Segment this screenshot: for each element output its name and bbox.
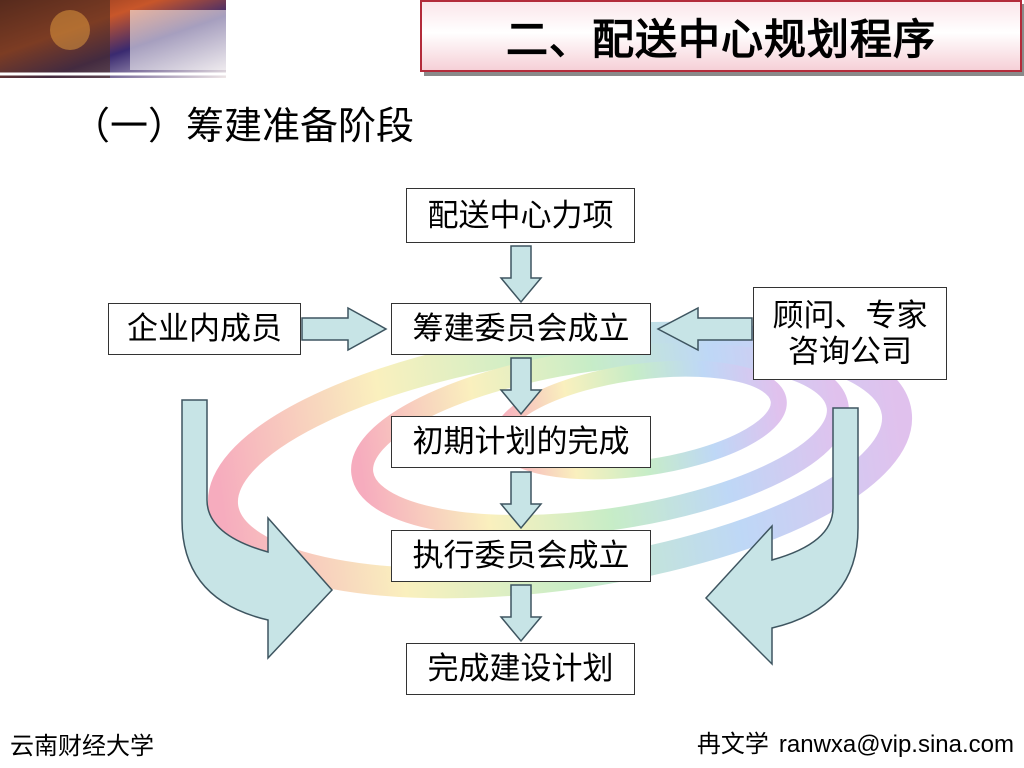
node-consultants: 顾问、专家 咨询公司 xyxy=(753,287,947,380)
node-initial-plan: 初期计划的完成 xyxy=(391,416,651,468)
arrow-left-icon xyxy=(656,306,753,352)
node-label: 筹建委员会成立 xyxy=(412,311,630,347)
node-label-line1: 顾问、专家 xyxy=(772,297,928,334)
node-label: 配送中心力项 xyxy=(427,197,614,234)
footer-author: 冉文学 xyxy=(696,730,769,758)
footer-author-block: 冉文学 ranwxa@vip.sina.com xyxy=(697,728,1014,761)
node-label: 企业内成员 xyxy=(127,311,282,347)
node-distribution-center-project: 配送中心力项 xyxy=(406,188,635,243)
node-label: 初期计划的完成 xyxy=(412,424,630,460)
curved-arrow-left-icon xyxy=(181,399,334,660)
arrow-down-4-icon xyxy=(499,584,543,643)
corner-decoration-image xyxy=(0,0,226,78)
arrow-down-2-icon xyxy=(499,357,543,416)
curved-arrow-right-icon xyxy=(704,407,859,666)
node-label-line2: 咨询公司 xyxy=(788,333,912,370)
node-internal-members: 企业内成员 xyxy=(108,303,301,355)
node-label: 完成建设计划 xyxy=(427,651,614,687)
arrow-down-3-icon xyxy=(499,471,543,530)
node-construction-plan: 完成建设计划 xyxy=(406,643,635,695)
arrow-right-icon xyxy=(301,306,388,352)
node-executive-committee: 执行委员会成立 xyxy=(391,530,651,582)
footer-school: 云南财经大学 xyxy=(10,732,154,760)
footer-email: ranwxa@vip.sina.com xyxy=(778,731,1014,758)
title-banner: 二、配送中心规划程序 xyxy=(420,0,1022,72)
arrow-down-1-icon xyxy=(499,245,543,304)
node-preparation-committee: 筹建委员会成立 xyxy=(391,303,651,355)
page-title: 二、配送中心规划程序 xyxy=(505,14,936,64)
section-subtitle: （一）筹建准备阶段 xyxy=(72,104,415,148)
node-label: 执行委员会成立 xyxy=(412,538,630,574)
